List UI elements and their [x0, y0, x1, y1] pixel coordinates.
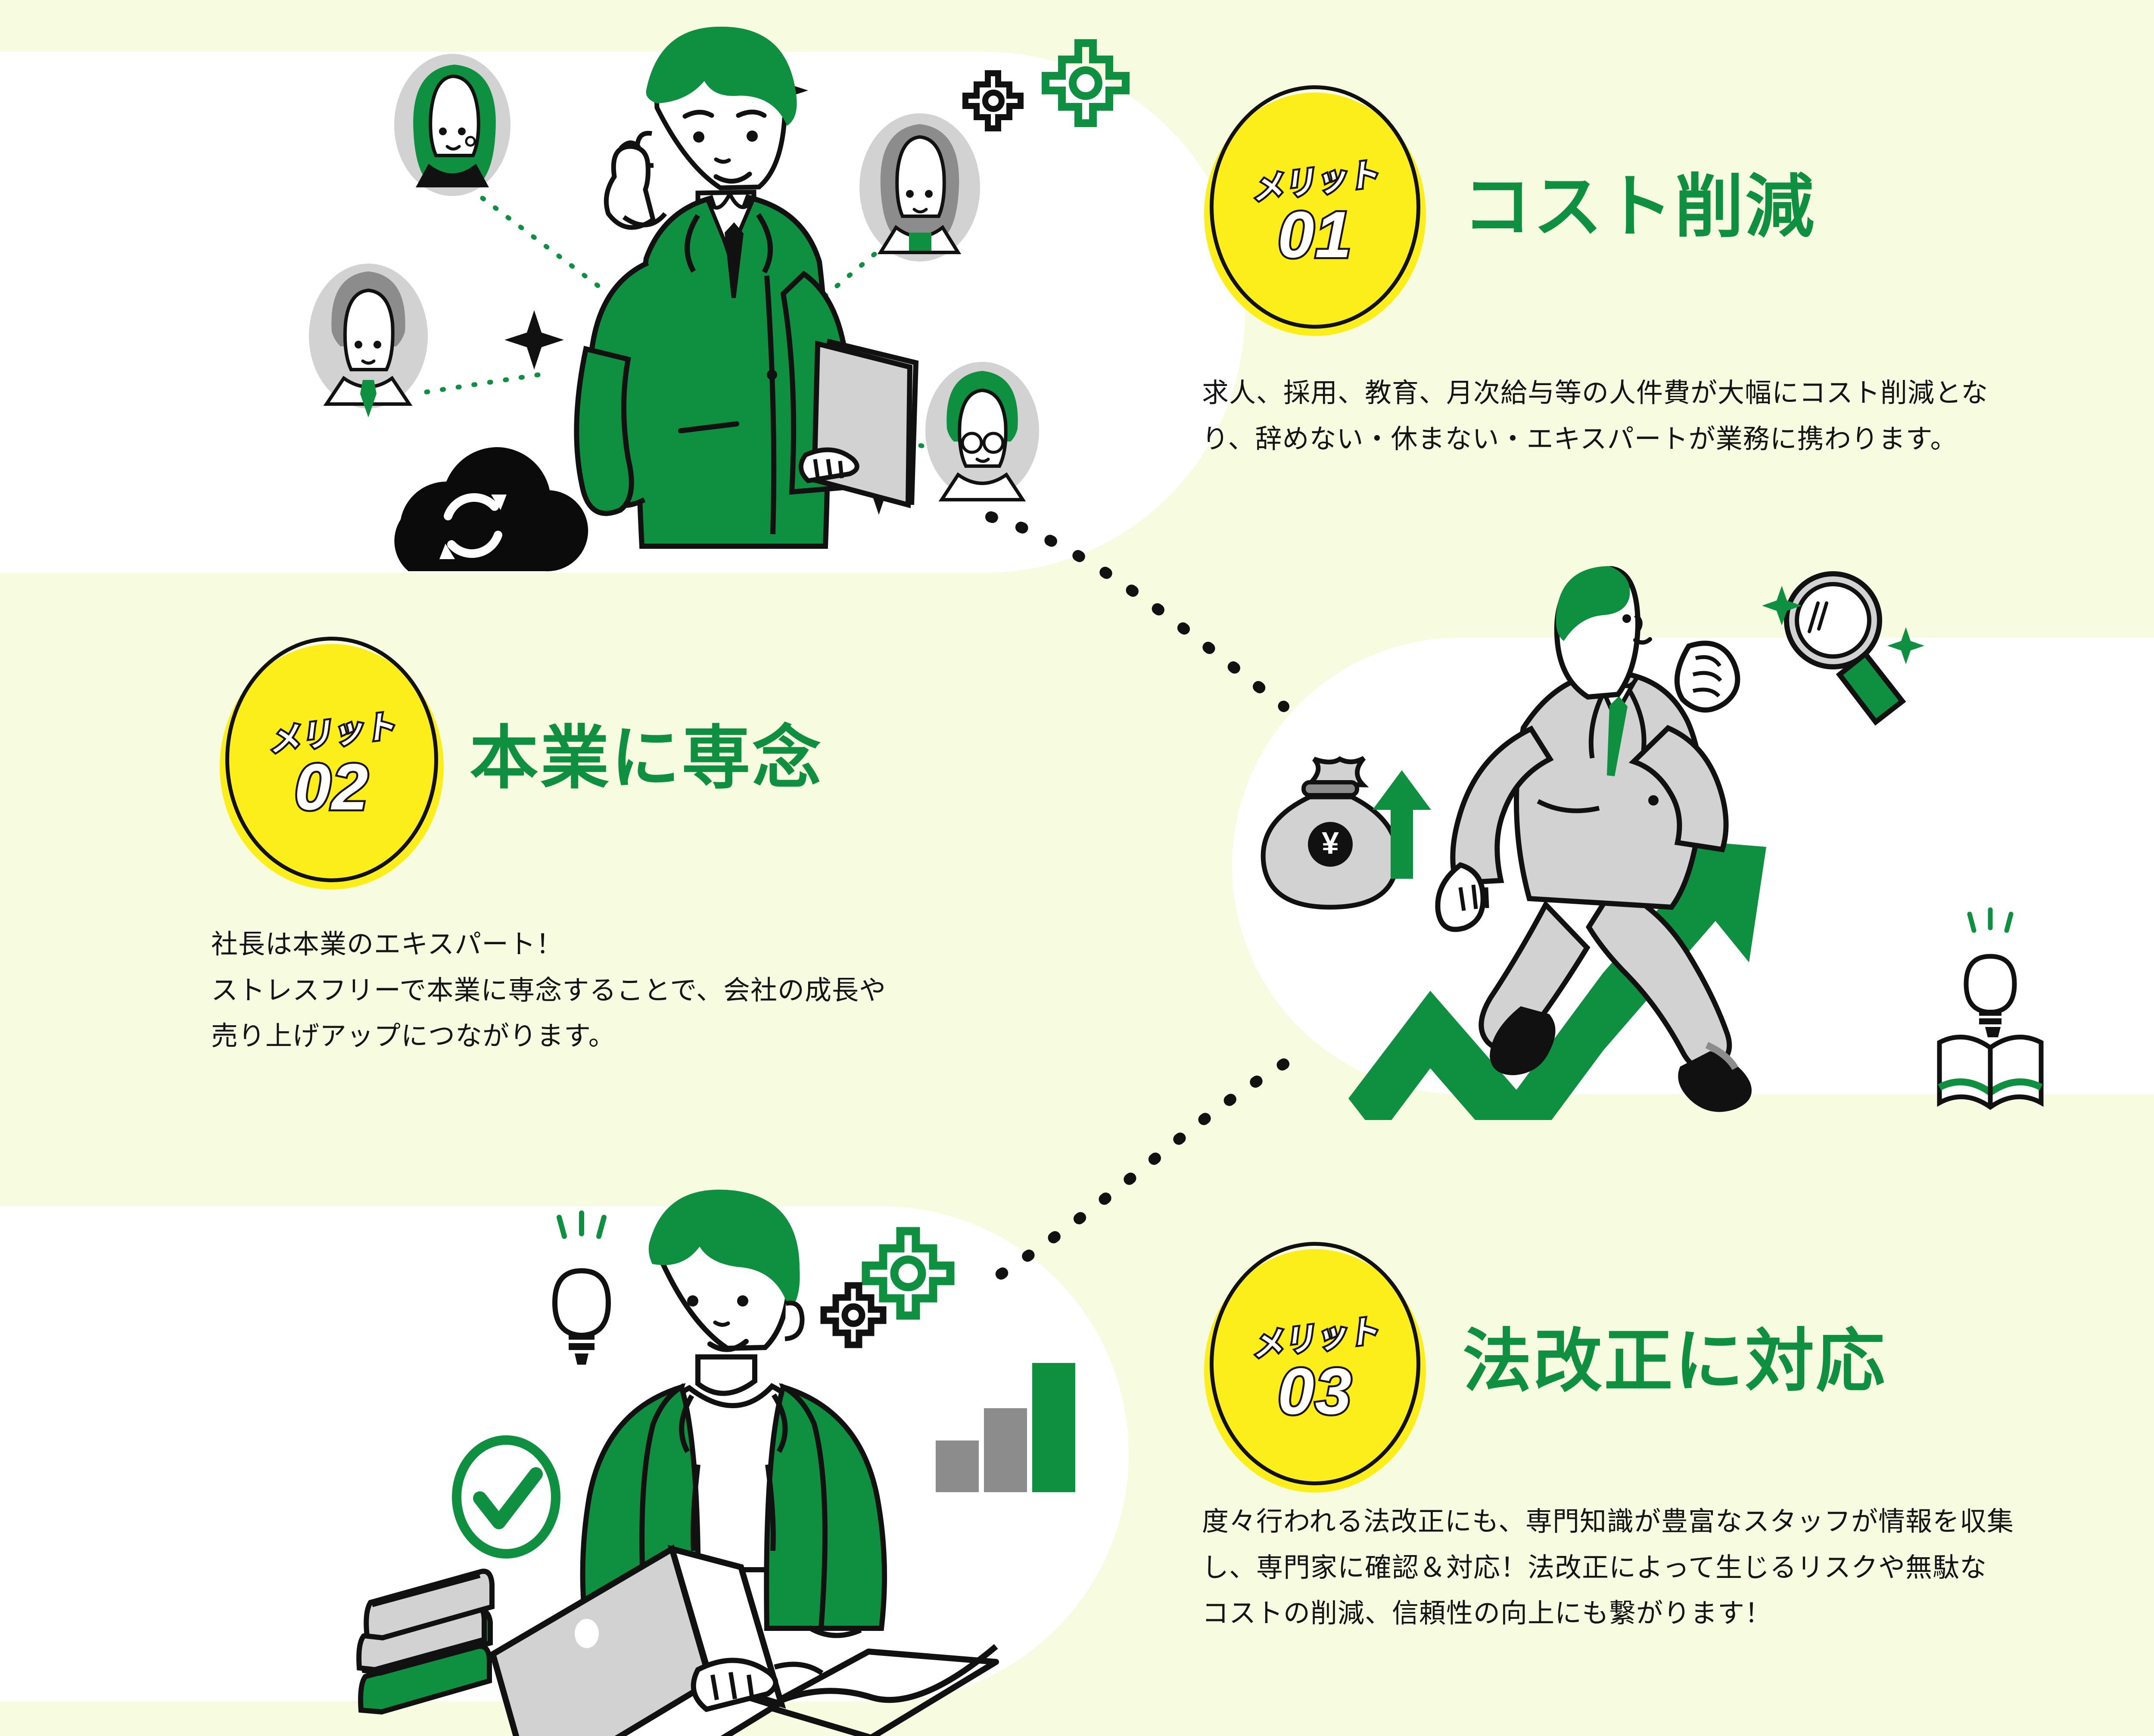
paper-sheets-icon — [764, 1644, 999, 1736]
body-line: 売り上げアップにつながります。 — [211, 1021, 616, 1052]
body-line: 社長は本業のエキスパート！ — [211, 930, 563, 959]
body-line: ストレスフリーで本業に専念することで、会社の成長や — [211, 975, 886, 1005]
yen-symbol: ¥ — [1322, 826, 1339, 861]
running-businessman-growth-illustration: ¥ — [1261, 566, 2044, 1120]
lightbulb-book-icon — [1937, 907, 2044, 1110]
running-businessman-gray-suit — [1435, 566, 1752, 1112]
laptop-worker-illustration — [356, 1189, 1075, 1736]
laptop-tablet — [811, 339, 919, 508]
avatar-woman-gray-bob — [859, 113, 980, 261]
section-title-01: コスト削減 — [1463, 168, 1816, 245]
body-line: り、辞めない・休まない・エキスパートが業務に携わります。 — [1202, 424, 1958, 454]
badge-ring — [1209, 85, 1421, 329]
section-title-03: 法改正に対応 — [1463, 1322, 1887, 1400]
bar-1 — [936, 1440, 979, 1492]
badge-ring — [225, 636, 438, 882]
gear-icon-small — [820, 1282, 887, 1348]
cloud-sync-icon — [394, 447, 588, 572]
bar-2 — [984, 1408, 1027, 1492]
gear-icon-large — [1042, 39, 1130, 127]
section-head-03: 法改正に対応 — [1463, 1327, 1886, 1396]
avatar-person-glasses — [925, 362, 1039, 501]
section-title-02: 本業に専念 — [470, 719, 823, 796]
laptop-icon — [489, 1544, 786, 1736]
body-line: し、専門家に確認＆対応！法改正によって生じるリスクや無駄な — [1202, 1552, 1987, 1583]
body-line: コストの削減、信頼性の向上にも繋がります！ — [1202, 1599, 1772, 1629]
check-circle-icon — [452, 1435, 560, 1559]
badge-03: メリット 03 — [1204, 1242, 1426, 1493]
avatar-woman-green-hair — [394, 54, 510, 196]
bar-chart-icon — [936, 1363, 1075, 1492]
sparkle-icon — [1762, 586, 1924, 664]
bar-3 — [1032, 1363, 1075, 1492]
section-body-03: 度々行われる法改正にも、専門知識が豊富なスタッフが情報を収集 し、専門家に確認＆… — [1202, 1499, 2154, 1637]
avatar-man-gray-hair — [309, 264, 428, 417]
businessman-network-illustration — [309, 26, 1130, 572]
badge-01: メリット 01 — [1204, 85, 1426, 336]
badge-02: メリット 02 — [220, 636, 444, 890]
body-line: 度々行われる法改正にも、専門知識が豊富なスタッフが情報を収集 — [1202, 1507, 2014, 1537]
money-bag-yen-icon: ¥ — [1261, 756, 1400, 910]
gear-icon-small — [962, 70, 1024, 131]
lightbulb-icon — [552, 1210, 611, 1365]
up-arrow-icon — [1373, 770, 1431, 879]
person-green-jacket-laptop — [489, 1189, 887, 1736]
section-body-01: 求人、採用、教育、月次給与等の人件費が大幅にコスト削減とな り、辞めない・休まな… — [1202, 370, 2128, 462]
gear-icon-large — [862, 1227, 955, 1320]
book-stack-icon — [356, 1568, 495, 1715]
badge-number: 01 — [1276, 196, 1353, 273]
section-body-02: 社長は本業のエキスパート！ ストレスフリーで本業に専念することで、会社の成長や … — [211, 922, 1055, 1060]
section-head-01: コスト削減 — [1463, 172, 1816, 241]
badge-number: 02 — [293, 749, 370, 826]
badge-ring — [1209, 1242, 1421, 1486]
magnifier-icon — [1784, 571, 1906, 726]
businessman-green-suit — [574, 26, 919, 549]
section-head-02: 本業に専念 — [470, 724, 823, 793]
body-line: 求人、採用、教育、月次給与等の人件費が大幅にコスト削減とな — [1202, 378, 1989, 408]
badge-number: 03 — [1276, 1353, 1353, 1430]
